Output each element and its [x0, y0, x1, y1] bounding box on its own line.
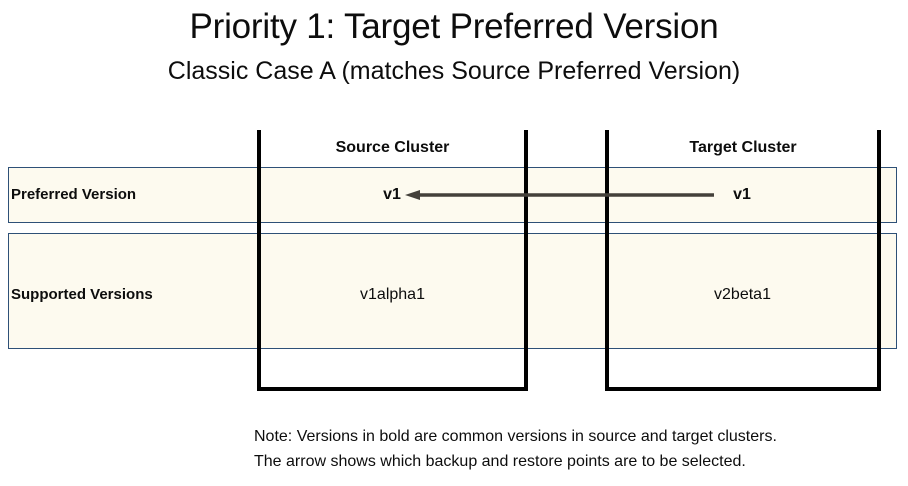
page-title: Priority 1: Target Preferred Version [189, 7, 719, 46]
footnote: Note: Versions in bold are common versio… [254, 424, 894, 474]
column-header-source-cluster: Source Cluster [261, 130, 524, 166]
cell-target-supported-versions: v2beta1 [714, 286, 771, 303]
row-label-supported-versions: Supported Versions [11, 286, 153, 303]
row-band-supported-versions [8, 233, 897, 349]
target-box-gap-mask [607, 223, 879, 233]
footnote-line-1: Note: Versions in bold are common versio… [254, 428, 777, 445]
target-box-footer-mask [607, 349, 879, 389]
column-header-target-cluster: Target Cluster [609, 130, 877, 166]
footnote-line-2: The arrow shows which backup and restore… [254, 453, 746, 470]
source-box-footer-mask [259, 349, 526, 389]
target-cluster-box [605, 130, 881, 391]
source-cluster-box [257, 130, 528, 391]
cell-target-preferred-version: v1 [733, 186, 751, 203]
source-box-gap-mask [259, 223, 526, 233]
page-subtitle: Classic Case A (matches Source Preferred… [167, 57, 741, 85]
cell-source-supported-versions: v1alpha1 [360, 286, 425, 303]
row-label-preferred-version: Preferred Version [11, 186, 137, 203]
cell-source-preferred-version: v1 [383, 186, 401, 203]
